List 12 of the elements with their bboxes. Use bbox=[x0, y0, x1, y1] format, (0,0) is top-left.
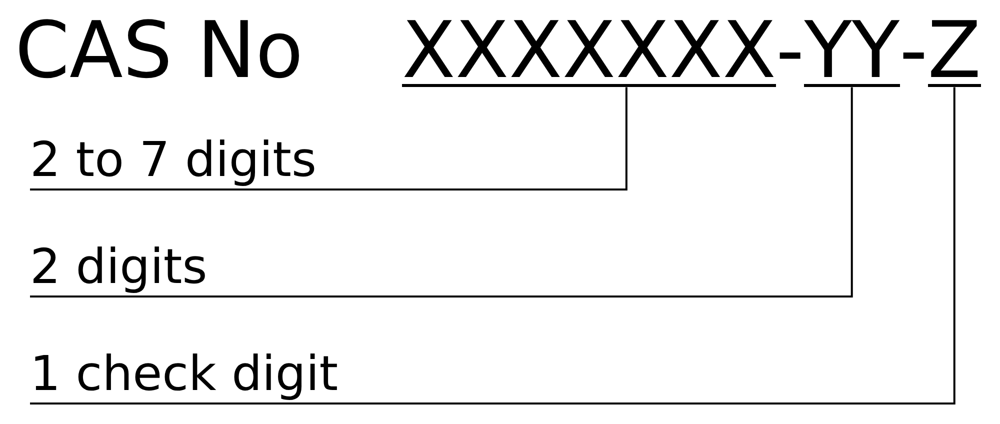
underlined-code-segment: Z bbox=[928, 18, 982, 88]
underlined-code-segment: YY bbox=[804, 18, 900, 88]
leader-line bbox=[30, 87, 853, 298]
leader-label: 1 check digit bbox=[30, 346, 338, 402]
leader-line bbox=[30, 87, 956, 404]
hyphen-separator: - bbox=[900, 18, 928, 84]
hyphen-separator: - bbox=[776, 18, 804, 84]
leader-line bbox=[30, 87, 628, 190]
leader-label: 2 to 7 digits bbox=[30, 132, 316, 188]
underlined-code-segment: XXXXXXX bbox=[402, 18, 776, 88]
leader-label: 2 digits bbox=[30, 239, 208, 295]
cas-number-label: CAS No bbox=[15, 18, 304, 84]
